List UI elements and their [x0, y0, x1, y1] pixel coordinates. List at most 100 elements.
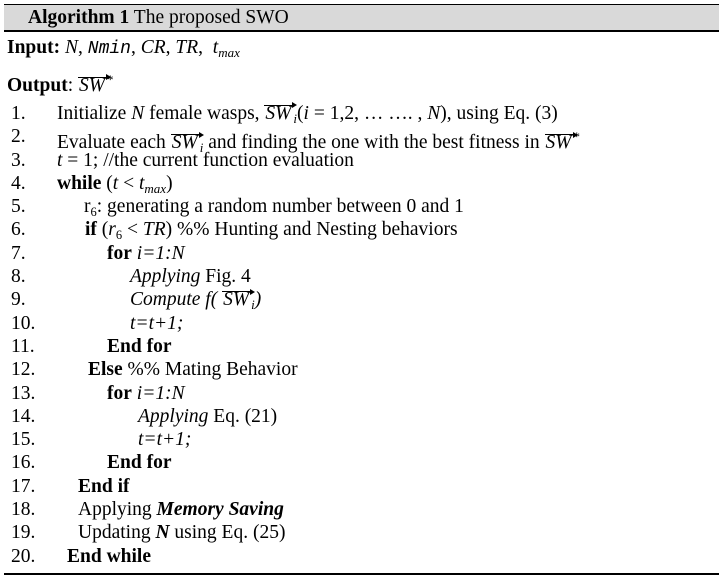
- code-line-17: 17. End if: [4, 475, 719, 498]
- text-segment: Applying: [78, 499, 157, 521]
- line-content: t = 1; //the current function evaluation: [57, 149, 719, 172]
- line-content: r6: generating a random number between 0…: [84, 195, 719, 224]
- line-number: 18.: [11, 499, 36, 521]
- text-segment: i: [251, 297, 255, 313]
- line-content: Else %% Mating Behavior: [88, 358, 719, 381]
- code-line-14: 14.Applying Eq. (21): [4, 405, 719, 428]
- code-line-4: 4.while (t < tmax): [4, 172, 719, 196]
- code-line-11: 11. End for: [4, 335, 719, 358]
- text-segment: for: [107, 242, 132, 264]
- line-number: 1.: [11, 103, 26, 124]
- text-segment: and finding the one with the best fitnes…: [203, 132, 545, 154]
- text-segment: N: [65, 37, 79, 58]
- text-segment: : generating a random number between 0 a…: [96, 196, 464, 218]
- text-segment: (: [297, 103, 304, 124]
- text-segment: i=1:N: [136, 382, 185, 404]
- code-line-5: 5.r6: generating a random number between…: [4, 195, 719, 219]
- line-number: 16.: [11, 452, 36, 474]
- text-segment: (: [96, 219, 109, 241]
- text-segment: N: [155, 522, 170, 544]
- text-segment: ,: [130, 37, 141, 58]
- text-segment: N: [427, 103, 441, 124]
- line-number: 7.: [11, 242, 26, 264]
- line-content: Applying Memory Saving: [78, 498, 719, 521]
- line-number: 2.: [11, 126, 26, 148]
- text-segment: ) %% Hunting and Nesting behaviors: [165, 219, 458, 241]
- line-content: Applying Fig. 4: [130, 265, 719, 288]
- text-segment: ,: [198, 37, 213, 58]
- text-segment: End for: [107, 452, 172, 474]
- input-line-label: Input:: [7, 37, 61, 58]
- vector-symbol: SW: [264, 102, 298, 124]
- line-number: 13.: [11, 382, 36, 404]
- line-content: for i=1:N: [107, 382, 719, 405]
- text-segment: t: [112, 172, 119, 194]
- line-number: 11.: [11, 335, 35, 357]
- line-number: 8.: [11, 266, 26, 288]
- text-segment: <: [122, 219, 143, 241]
- line-content: t=t+1;: [130, 312, 719, 335]
- line-number: 3.: [11, 149, 26, 171]
- line-number: 10.: [11, 312, 36, 334]
- text-segment: Fig. 4: [200, 266, 251, 288]
- text-segment: End if: [78, 475, 130, 497]
- code-line-19: 19. Updating N using Eq. (25): [4, 521, 719, 544]
- algorithm-header-label: Algorithm 1: [28, 7, 130, 28]
- line-number: 6.: [11, 219, 26, 241]
- text-segment: i=1:N: [136, 242, 185, 264]
- text-segment: ,: [165, 37, 176, 58]
- code-line-20: 20. End while: [4, 545, 719, 568]
- text-segment: if: [85, 219, 97, 241]
- text-segment: %% Mating Behavior: [122, 359, 298, 381]
- output-line-label: Output: [7, 75, 68, 96]
- text-segment: Eq. (21): [208, 405, 278, 427]
- line-content: End for: [107, 335, 719, 358]
- text-segment: t=t+1;: [138, 429, 192, 451]
- algorithm-header: Algorithm 1 The proposed SWO: [4, 4, 719, 32]
- line-content: Updating N using Eq. (25): [78, 521, 719, 544]
- code-line-3: 3. t = 1; //the current function evaluati…: [4, 149, 719, 172]
- text-segment: t: [138, 172, 145, 194]
- algorithm-header-title: The proposed SWO: [129, 7, 289, 28]
- text-segment: :: [67, 75, 78, 96]
- text-segment: female wasps,: [144, 103, 265, 124]
- code-line-12: 12.Else %% Mating Behavior: [4, 358, 719, 381]
- text-segment: N: [131, 103, 145, 124]
- line-number: 19.: [11, 522, 36, 544]
- text-segment: i: [293, 111, 298, 126]
- text-segment: <: [118, 172, 139, 194]
- code-line-10: 10. t=t+1;: [4, 312, 719, 335]
- text-segment: (: [101, 172, 113, 194]
- text-segment: ): [254, 289, 262, 311]
- line-content: if (r6 < TR) %% Hunting and Nesting beha…: [85, 218, 719, 247]
- text-segment: Initialize: [57, 103, 132, 124]
- line-number: 20.: [11, 545, 36, 567]
- vector-symbol: SW: [222, 288, 256, 311]
- line-content: End while: [67, 545, 719, 568]
- text-segment: for: [107, 382, 132, 404]
- text-segment: = 1; //the current function evaluation: [62, 149, 354, 171]
- text-segment: while: [57, 172, 102, 194]
- line-number: 17.: [11, 475, 36, 497]
- text-segment: Nmin: [87, 39, 131, 59]
- line-number: 9.: [11, 289, 26, 311]
- text-segment: 6: [115, 228, 123, 243]
- text-segment: TR: [142, 219, 166, 241]
- text-segment: 6: [90, 205, 97, 220]
- text-segment: r: [84, 196, 91, 218]
- vector-symbol: SW: [78, 74, 111, 96]
- text-segment: t: [212, 37, 219, 58]
- text-segment: TR: [175, 37, 199, 58]
- text-segment: using Eq. (25): [169, 522, 286, 544]
- output-line: Output: SW*: [7, 66, 719, 99]
- line-content: End if: [78, 475, 719, 498]
- line-content: while (t < tmax): [57, 172, 719, 200]
- text-segment: ,: [78, 37, 88, 58]
- text-segment: Applying: [138, 405, 209, 427]
- text-segment: r: [108, 219, 116, 241]
- vector-symbol: SW: [170, 131, 204, 154]
